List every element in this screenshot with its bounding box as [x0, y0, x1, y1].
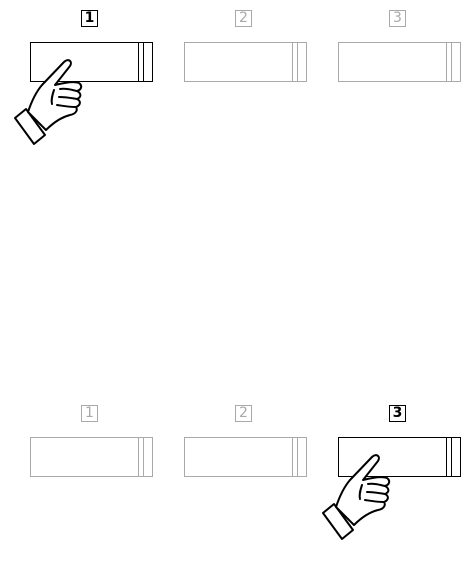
button-number-1: 1 — [81, 10, 98, 27]
panel-top: 1 2 3 — [0, 0, 461, 180]
button-notch — [446, 437, 452, 477]
button-notch — [446, 42, 452, 82]
button-number-3: 3 — [389, 405, 406, 422]
button-notch — [292, 437, 298, 477]
button-number-2: 2 — [235, 405, 252, 422]
button-number-2: 2 — [235, 10, 252, 27]
panel-button-3[interactable] — [338, 42, 461, 82]
button-notch — [138, 437, 144, 477]
pointing-hand-icon — [316, 447, 406, 543]
button-notch — [292, 42, 298, 82]
button-number-1: 1 — [81, 405, 98, 422]
pointing-hand-icon — [8, 52, 98, 148]
panel-bottom: 1 2 3 — [0, 395, 461, 575]
button-notch — [138, 42, 144, 82]
panel-button-1[interactable] — [30, 437, 153, 477]
panel-button-2[interactable] — [184, 42, 307, 82]
button-number-3: 3 — [389, 10, 406, 27]
panel-button-2[interactable] — [184, 437, 307, 477]
